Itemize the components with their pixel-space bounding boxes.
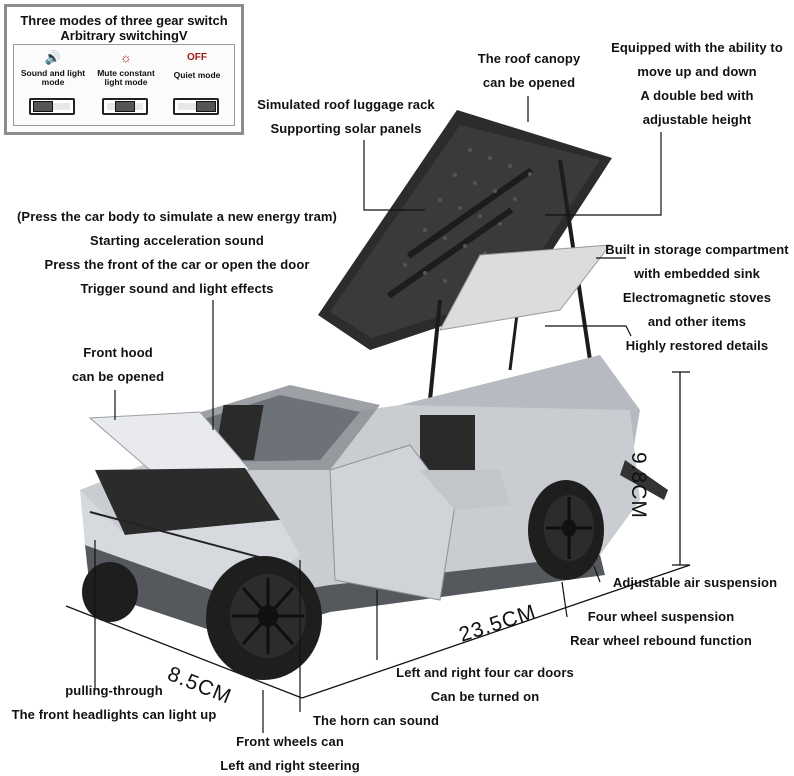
wheel-suspension-label: Four wheel suspension Rear wheel rebound… xyxy=(570,609,752,648)
mode-label-line2: light mode xyxy=(104,76,148,87)
mode-switch-toggle-right[interactable] xyxy=(173,98,219,115)
front-left-wheel xyxy=(82,562,138,622)
luggage-rack-label: Simulated roof luggage rack Supporting s… xyxy=(257,97,435,136)
mode-switch-title-line1: Three modes of three gear switch xyxy=(20,13,228,28)
mode-label-line2: mode xyxy=(41,76,65,87)
light-icon: ☼ xyxy=(120,50,132,65)
mode-quiet: OFF Quiet mode xyxy=(160,45,234,125)
height-dimension-label: 9.8CM xyxy=(627,452,650,519)
front-hood-label: Front hood can be opened xyxy=(71,345,165,384)
sound-effects-label: (Press the car body to simulate a new en… xyxy=(17,209,337,296)
headlights-label: pulling-through The front headlights can… xyxy=(11,683,217,722)
rear-wheel xyxy=(528,480,604,580)
mode-mute-constant-light: ☼ Mute constant light mode xyxy=(89,45,163,125)
air-suspension-label: Adjustable air suspension xyxy=(612,575,778,590)
speaker-icon: 🔊 xyxy=(44,50,62,65)
mode-switch-toggle-left[interactable] xyxy=(29,98,75,115)
off-icon: OFF xyxy=(187,52,207,63)
lift-bed-label: Equipped with the ability to move up and… xyxy=(611,40,783,127)
mode-switch-toggle-middle[interactable] xyxy=(102,98,148,115)
length-dimension-line xyxy=(301,564,691,699)
mode-sound-and-light: 🔊 Sound and light mode xyxy=(16,45,90,125)
mode-switch-panel: Three modes of three gear switch Arbitra… xyxy=(4,4,244,135)
horn-label: The horn can sound xyxy=(312,713,440,728)
mode-label-line1: Quiet mode xyxy=(173,70,221,80)
front-wheel xyxy=(206,556,322,680)
roof-canopy-label: The roof canopy can be opened xyxy=(477,51,581,90)
mode-label-line1: Mute constant xyxy=(97,68,155,78)
mode-switch-title-line2: Arbitrary switchingV xyxy=(60,28,188,43)
roof-canopy xyxy=(318,110,612,401)
steering-label: Front wheels can Left and right steering xyxy=(220,734,360,773)
mode-switch-options: 🔊 Sound and light mode ☼ Mute constant l… xyxy=(13,44,235,126)
leader-lines xyxy=(94,96,662,733)
mode-label-line1: Sound and light xyxy=(20,68,86,78)
storage-label: Built in storage compartment with embedd… xyxy=(605,242,789,353)
doors-label: Left and right four car doors Can be tur… xyxy=(396,665,574,704)
